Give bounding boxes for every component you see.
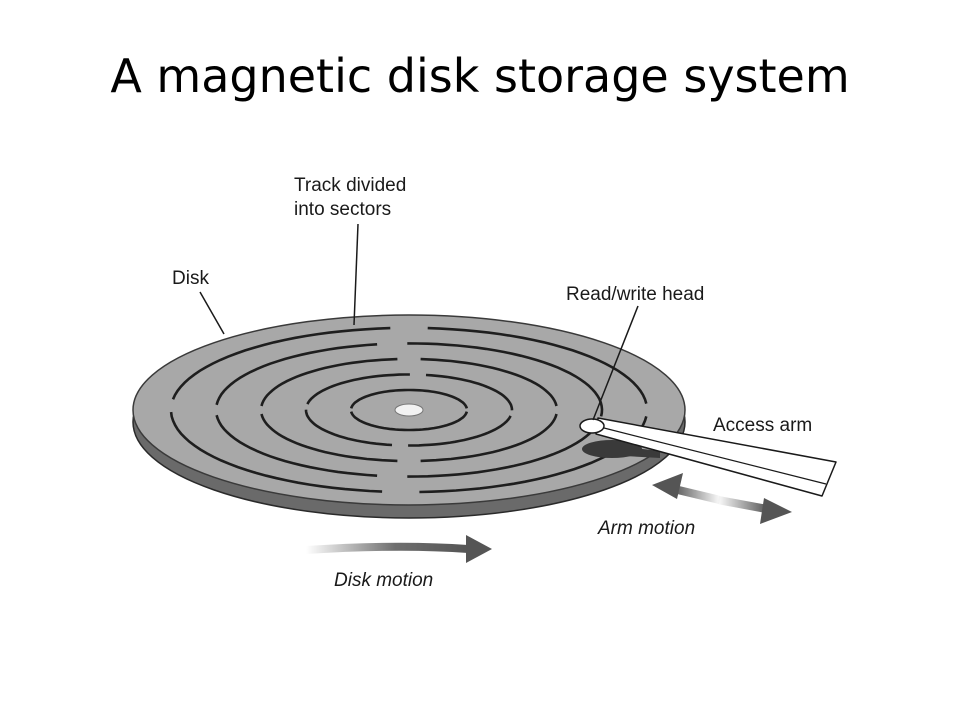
page-title: A magnetic disk storage system bbox=[110, 49, 850, 103]
head-leader-line bbox=[592, 305, 639, 421]
tracks bbox=[169, 326, 648, 494]
disk-leader-line bbox=[199, 291, 225, 335]
track-sector bbox=[260, 357, 398, 407]
read-write-head-label: Read/write head bbox=[566, 284, 704, 305]
track-sector bbox=[420, 357, 558, 407]
track-sector bbox=[349, 411, 469, 432]
track-sector bbox=[408, 415, 512, 447]
access-arm-groove bbox=[603, 427, 827, 485]
track-sector bbox=[304, 409, 393, 447]
track-sector bbox=[427, 326, 648, 404]
track-sector bbox=[306, 373, 410, 405]
track-sector bbox=[171, 326, 391, 400]
disk-motion-arrow-icon bbox=[306, 535, 492, 563]
arm-motion-arrow-icon bbox=[652, 473, 792, 524]
arm-motion-label: Arm motion bbox=[597, 518, 695, 539]
hub-icon bbox=[394, 403, 424, 417]
track-label-line2: into sectors bbox=[294, 199, 391, 220]
disk-label: Disk bbox=[172, 268, 209, 289]
track-leader-line bbox=[353, 223, 359, 326]
track-sector bbox=[349, 388, 469, 409]
leader-lines bbox=[199, 223, 639, 421]
track-sector bbox=[407, 425, 597, 478]
track-sector bbox=[420, 413, 558, 463]
track-sector bbox=[215, 414, 378, 477]
track-label-line1: Track divided bbox=[294, 175, 406, 196]
track-sector bbox=[215, 343, 378, 406]
track-sector bbox=[169, 411, 383, 493]
track-sector bbox=[260, 413, 398, 463]
arm-shadow bbox=[600, 444, 660, 458]
read-write-head bbox=[579, 418, 605, 434]
track-sector bbox=[407, 342, 604, 417]
access-arm bbox=[579, 417, 837, 497]
track-sector bbox=[425, 373, 514, 411]
access-arm-label: Access arm bbox=[713, 415, 812, 436]
disk-motion-label: Disk motion bbox=[334, 570, 433, 591]
